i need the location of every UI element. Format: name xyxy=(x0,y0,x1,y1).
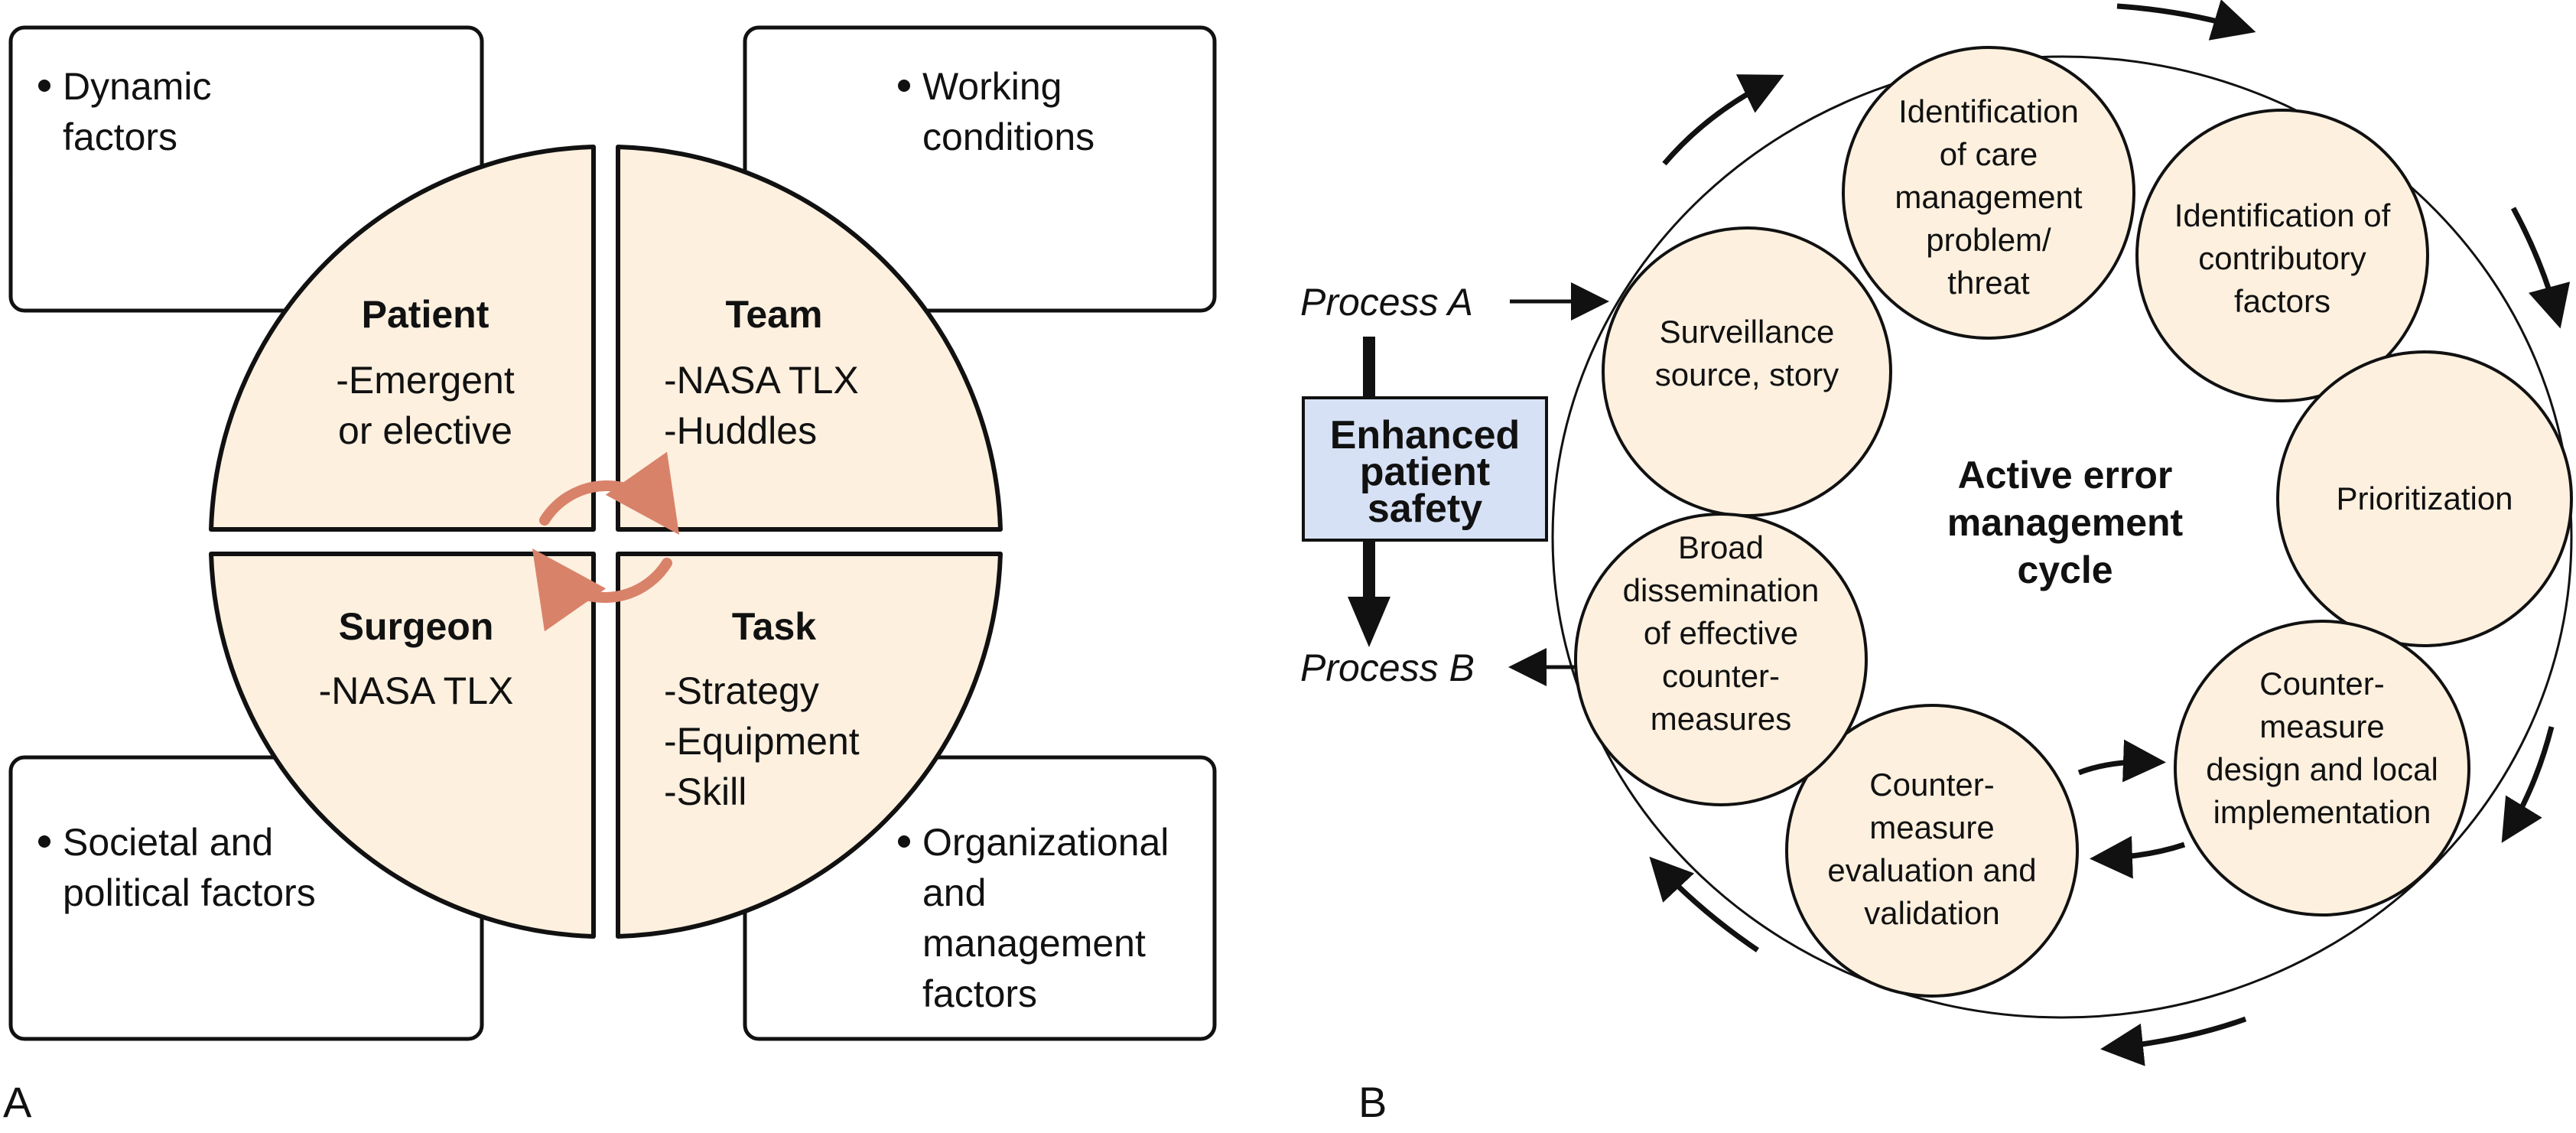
flow-arrowhead-icon xyxy=(1348,597,1390,647)
outer-arrow-icon xyxy=(2501,726,2555,843)
step-line: management xyxy=(1895,179,2082,215)
quadrant-line: -Skill xyxy=(664,770,746,813)
step-circle-identification-problem xyxy=(1842,46,2135,340)
quadrant-line: -NASA TLX xyxy=(319,669,514,712)
panel-b: Surveillance source, story Identificatio… xyxy=(1300,0,2573,1126)
step-circle-identification-factors xyxy=(2135,109,2429,402)
step-line: counter- xyxy=(1662,658,1780,694)
box-line: Societal and xyxy=(63,821,273,864)
quadrant-title-surgeon: Surgeon xyxy=(339,605,494,648)
outer-arrow-icon xyxy=(2116,0,2256,41)
bullet-icon xyxy=(38,80,50,92)
step-line: source, story xyxy=(1655,357,1839,392)
panel-a: Dynamic factors Working conditions Socie… xyxy=(3,25,1217,1126)
enhanced-line: safety xyxy=(1368,487,1482,531)
design-arrow-icon xyxy=(2077,739,2166,783)
box-line: Organizational xyxy=(922,821,1169,864)
box-line: factors xyxy=(922,972,1037,1015)
quadrant-task xyxy=(616,552,1003,939)
step-circle-evaluation xyxy=(1785,704,2079,998)
quadrant-line: -Huddles xyxy=(664,409,817,452)
cycle-arrow-bottom-icon xyxy=(532,549,672,632)
box-line: management xyxy=(922,922,1146,965)
quadrant-line: -NASA TLX xyxy=(664,359,859,402)
step-line: Counter- xyxy=(2259,666,2384,702)
quadrant-team xyxy=(616,145,1003,532)
step-line: measures xyxy=(1651,701,1791,737)
step-line: of effective xyxy=(1644,615,1798,651)
quadrant-title-patient: Patient xyxy=(362,293,490,336)
step-line: Prioritization xyxy=(2336,480,2513,516)
box-line: Working xyxy=(922,65,1062,108)
step-line: Broad xyxy=(1678,529,1764,565)
step-line: Identification xyxy=(1898,93,2079,129)
panel-label-a: A xyxy=(3,1078,32,1126)
box-line: conditions xyxy=(922,116,1094,158)
quadrant-patient xyxy=(209,145,596,532)
box-line: factors xyxy=(63,116,177,158)
step-line: measure xyxy=(1869,809,1994,845)
box-line: Dynamic xyxy=(63,65,211,108)
center-label: Active error xyxy=(1958,454,2173,497)
step-line: Surveillance xyxy=(1660,314,1835,350)
step-line: validation xyxy=(1864,895,1999,931)
step-line: threat xyxy=(1947,265,2030,301)
step-circle-prioritization xyxy=(2276,350,2573,647)
bullet-icon xyxy=(38,835,50,848)
box-line: political factors xyxy=(63,871,316,914)
step-line: evaluation and xyxy=(1827,852,2036,888)
panel-label-b: B xyxy=(1358,1078,1387,1126)
evaluation-arrow-icon xyxy=(2090,835,2186,879)
step-line: dissemination xyxy=(1623,572,1820,608)
enhanced-line: patient xyxy=(1360,450,1490,494)
step-circle-dissemination xyxy=(1574,513,1868,806)
step-line: Counter- xyxy=(1869,767,1994,803)
step-line: implementation xyxy=(2213,794,2431,830)
step-line: design and local xyxy=(2206,751,2438,787)
outer-arrow-icon xyxy=(1662,74,1784,166)
outer-arrow-icon xyxy=(1649,856,1759,952)
process-a-label: Process A xyxy=(1300,281,1473,324)
step-line: measure xyxy=(2259,708,2384,744)
step-line: factors xyxy=(2234,283,2330,319)
quadrant-line: -Equipment xyxy=(664,720,860,763)
quadrant-line: or elective xyxy=(338,409,512,452)
quadrant-line: -Emergent xyxy=(336,359,515,402)
enhanced-safety-box xyxy=(1302,396,1548,542)
center-label: cycle xyxy=(2017,549,2113,591)
enhanced-line: Enhanced xyxy=(1330,413,1521,457)
step-line: problem/ xyxy=(1926,222,2051,258)
cycle-ellipse xyxy=(1551,55,2573,1019)
box-line: and xyxy=(922,871,986,914)
process-b-label: Process B xyxy=(1300,646,1475,689)
quadrant-title-task: Task xyxy=(732,605,816,648)
bullet-icon xyxy=(898,835,910,848)
bullet-icon xyxy=(898,80,910,92)
center-label: management xyxy=(1947,501,2184,544)
quadrant-surgeon xyxy=(209,552,596,939)
step-circle-design xyxy=(2174,620,2470,916)
cycle-arrow-top-icon xyxy=(539,451,680,535)
quadrant-title-team: Team xyxy=(726,293,823,336)
step-line: Identification of xyxy=(2174,197,2391,233)
step-line: of care xyxy=(1940,136,2038,172)
step-line: contributory xyxy=(2198,240,2366,276)
quadrant-line: -Strategy xyxy=(664,669,819,712)
outer-arrow-icon xyxy=(2510,207,2571,329)
outer-arrow-icon xyxy=(2100,1016,2247,1066)
